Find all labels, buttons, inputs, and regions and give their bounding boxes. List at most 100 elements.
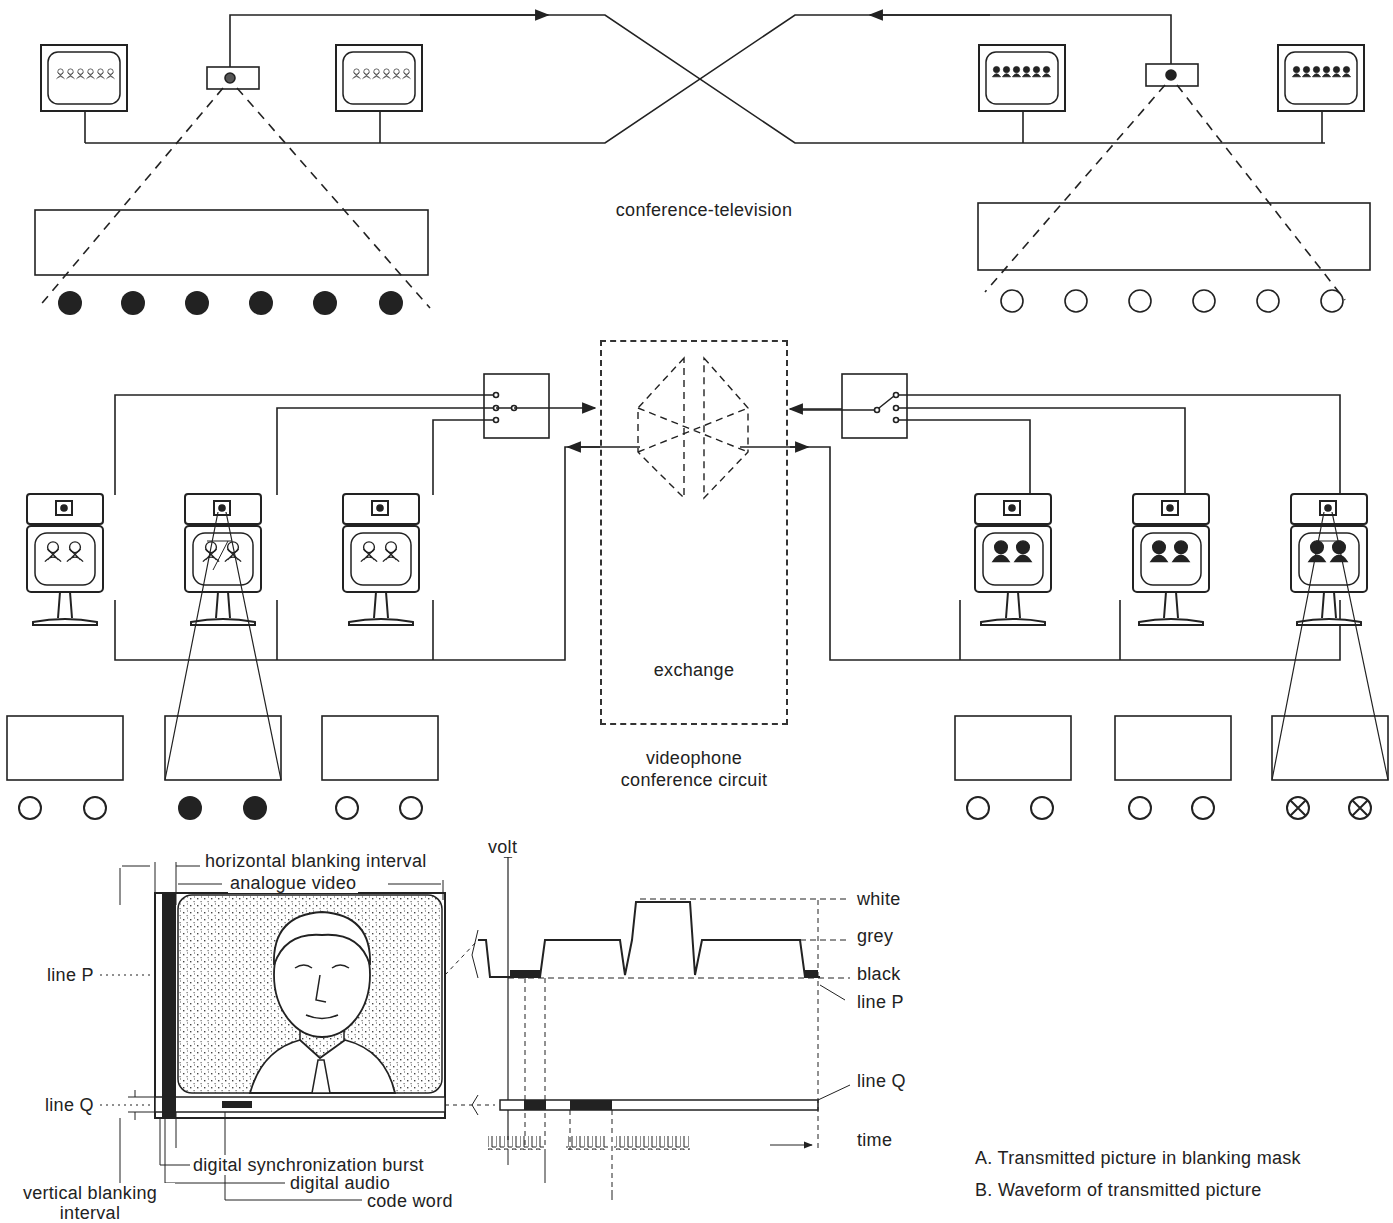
videophone-conference-scheme-part (740, 446, 808, 448)
videophone-conference-scheme-part (496, 407, 595, 409)
tv-picture-part (295, 965, 349, 1019)
conference-television-scheme-part-part (362, 69, 370, 79)
videophone-conference-scheme-part-part (638, 358, 684, 498)
conference-television-scheme-part-part (352, 69, 360, 79)
waveform-part (614, 1136, 690, 1150)
videophone-conference-scheme-part (343, 494, 419, 625)
videophone-conference-scheme-part (165, 716, 281, 780)
annotation-label: black (857, 964, 901, 984)
videophone-conference-scheme (7, 358, 1388, 820)
conference-television-scheme-part (979, 45, 1065, 111)
annotation-label: digital synchronization burst (191, 1155, 426, 1175)
videophone-conference-scheme-part (1133, 494, 1209, 625)
videophone-conference-scheme-part-part (361, 542, 377, 562)
conference-television-scheme-part-part (66, 69, 74, 79)
videophone-conference-scheme-part-part (1015, 541, 1031, 562)
waveform-part (524, 1100, 546, 1110)
videophone-conference-scheme-part (1272, 716, 1388, 780)
videophone-conference-scheme-part (875, 393, 899, 423)
tv-picture-part (250, 1040, 395, 1093)
videophone-conference-scheme-part (45, 541, 1347, 562)
conference-television-scheme-part-part (86, 69, 94, 79)
annotation-label: white (857, 889, 901, 909)
videophone-conference-scheme-part (800, 396, 894, 410)
waveform-part (820, 985, 845, 1000)
tv-picture-part (312, 1060, 330, 1093)
waveform-part (472, 1095, 478, 1115)
conference-television-scheme-part-part (249, 291, 273, 315)
waveform-part (566, 1136, 608, 1150)
conference-television-scheme-part-part (1042, 66, 1050, 76)
waveform-part (770, 1145, 812, 1146)
waveform-part (488, 1136, 544, 1150)
conference-television-scheme-part-part (1065, 290, 1087, 312)
videophone-conference-scheme-part (115, 447, 640, 660)
videophone-conference-scheme-part (1115, 716, 1231, 780)
waveform-part (500, 1100, 818, 1110)
conference-television-scheme-part (978, 203, 1370, 270)
conference-television-scheme-part (1166, 70, 1176, 80)
annotation-label: line Q (43, 1095, 96, 1115)
videophone-conference-scheme-part-part (704, 358, 748, 498)
annotation-label: conference-television (616, 200, 792, 220)
conference-television-scheme-part (38, 85, 1345, 308)
conference-television-scheme-part-part (1257, 290, 1279, 312)
annotation-label: grey (857, 926, 893, 946)
videophone-conference-scheme-part (115, 395, 494, 495)
conference-television-scheme-part (420, 14, 548, 16)
videophone-conference-scheme-part-part (1192, 797, 1214, 819)
waveform-part (510, 970, 540, 978)
conference-television-scheme-part-part (313, 291, 337, 315)
box-caption: videophone conference circuit (562, 747, 826, 791)
conference-television-scheme-part-part (76, 69, 84, 79)
conference-television-scheme-part-part (1292, 66, 1300, 76)
conference-television-scheme-part-part (1302, 66, 1310, 76)
conference-television-scheme-part-part (1193, 290, 1215, 312)
conference-television-scheme-part (230, 15, 1325, 143)
conference-television-scheme-part (58, 291, 403, 315)
videophone-conference-scheme-part (842, 374, 907, 438)
videophone-conference-scheme-part-part (894, 406, 899, 411)
waveform (472, 848, 850, 1200)
conference-television-scheme-part (870, 14, 990, 16)
conference-television-scheme-part-part (56, 69, 64, 79)
conference-television-scheme-part-part (96, 69, 104, 79)
conference-television-scheme-part (336, 45, 422, 111)
conference-television-scheme-part-part (1022, 66, 1030, 76)
conference-television-scheme-part-part (1342, 66, 1350, 76)
videophone-conference-scheme-part-part (638, 408, 748, 452)
waveform-part (805, 970, 818, 978)
videophone-conference-scheme-part-part (19, 797, 41, 819)
videophone-conference-scheme-part (165, 512, 1388, 780)
conference-television-scheme-part-part (992, 66, 1000, 76)
tv-picture-part (155, 1097, 445, 1112)
videophone-conference-scheme-part-part (45, 542, 61, 562)
waveform-part (507, 848, 508, 1140)
tv-picture-part (274, 913, 370, 1037)
conference-television-scheme-part (225, 73, 235, 83)
videophone-conference-scheme-part-part (1129, 797, 1151, 819)
videophone-conference-scheme-part-part (400, 797, 422, 819)
annotation-label: line P (45, 965, 96, 985)
conference-television-scheme-part (1146, 64, 1198, 86)
videophone-conference-scheme-part (898, 395, 1340, 495)
annotation-label: code word (365, 1191, 455, 1211)
tv-picture-part (162, 1097, 176, 1112)
box-label: exchange (602, 659, 786, 681)
conference-television-scheme-part (85, 15, 1171, 143)
videophone-conference-scheme-part-part (1173, 541, 1189, 562)
conference-television-scheme-part-part (1332, 66, 1340, 76)
tv-picture-part (120, 1090, 155, 1185)
videophone-conference-scheme-part (322, 716, 438, 780)
conference-television-scheme-part-part (1012, 66, 1020, 76)
videophone-conference-scheme-part (207, 541, 1341, 570)
videophone-conference-scheme-part-part (84, 797, 106, 819)
conference-television-scheme-part-part (1032, 66, 1040, 76)
waveform-part (570, 1100, 612, 1110)
videophone-conference-scheme-part (790, 408, 842, 410)
videophone-conference-scheme-part (790, 447, 1340, 660)
videophone-conference-scheme-part (27, 494, 103, 625)
tv-picture-part (222, 1101, 252, 1108)
videophone-conference-scheme-part-part (1151, 541, 1167, 562)
conference-television-scheme-part (1278, 45, 1364, 111)
